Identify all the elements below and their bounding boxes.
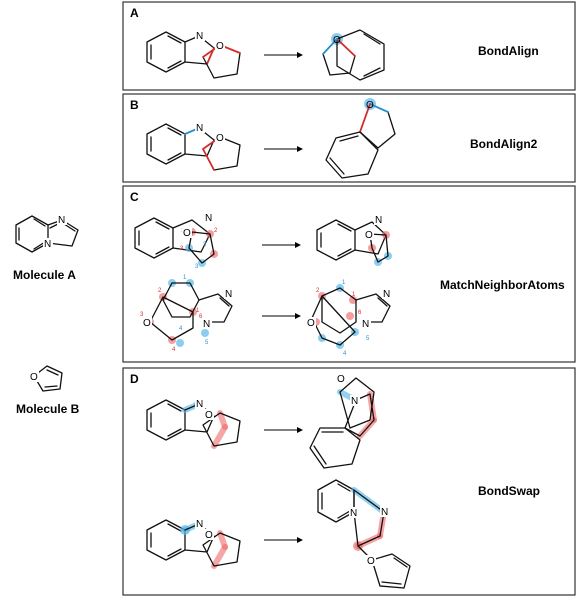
molecule-b: O Molecule B (16, 365, 80, 416)
svg-text:1: 1 (342, 280, 346, 286)
molecule-a-label: Molecule A (13, 268, 76, 282)
panel-d-input-structure-2: N O (146, 518, 241, 569)
molecule-a-structure: N N (15, 214, 79, 253)
atom-label-n: N (58, 215, 65, 226)
svg-text:3: 3 (180, 246, 184, 252)
atom-label-n: N (44, 239, 51, 250)
svg-text:2: 2 (316, 288, 320, 294)
atom-label-o: O (30, 372, 38, 383)
svg-text:6: 6 (199, 314, 203, 320)
svg-text:1: 1 (352, 292, 356, 298)
svg-text:5: 5 (366, 336, 370, 342)
atom-label-o: O (337, 374, 345, 385)
svg-text:5: 5 (205, 340, 209, 346)
atom-label-n: N (196, 399, 203, 410)
atom-label-n: N (362, 319, 369, 330)
atom-label-o: O (366, 100, 374, 111)
atom-label-o: O (205, 530, 213, 541)
panel-a-input-structure: N O (146, 30, 241, 79)
panel-a-frame (122, 1, 576, 91)
panel-a-output-structure: O (322, 29, 385, 81)
panel-a-method-name: BondAlign (478, 44, 539, 58)
atom-label-n: N (375, 215, 382, 226)
atom-label-o: O (307, 318, 315, 329)
panel-c-frame (122, 185, 576, 363)
molecule-b-label: Molecule B (16, 402, 80, 416)
panel-b-letter: B (130, 98, 139, 112)
atom-label-o: O (205, 410, 213, 421)
atom-label-o: O (183, 228, 191, 239)
panel-a: A BondAlign N O O (122, 1, 576, 91)
panel-d-frame (122, 367, 576, 596)
panel-b-frame (122, 93, 576, 183)
atom-label-n: N (381, 507, 388, 518)
atom-label-o: O (333, 35, 341, 46)
panel-c-output-structure-1: N O (316, 214, 392, 266)
atom-label-o: O (143, 318, 151, 329)
atom-label-o: O (216, 133, 224, 144)
panel-d: D BondSwap N O (122, 367, 576, 596)
atom-label-n: N (203, 319, 210, 330)
panel-c: C MatchNeighborAtoms 1 2 3 2 3 N O (122, 185, 576, 363)
svg-text:4: 4 (179, 326, 183, 332)
panel-a-letter: A (130, 6, 139, 20)
atom-label-n: N (196, 31, 203, 42)
atom-label-n: N (205, 213, 212, 224)
panel-d-method-name: BondSwap (478, 484, 540, 498)
panel-c-output-structure-2: N N O 2 1 1 6 4 5 (306, 280, 392, 357)
svg-text:2: 2 (214, 228, 218, 234)
panel-b-output-structure: O (325, 98, 396, 179)
atom-label-o: O (365, 230, 373, 241)
panel-d-output-structure-1: O N (309, 373, 377, 469)
atom-label-n: N (383, 289, 390, 300)
panel-d-letter: D (130, 372, 139, 386)
svg-text:2: 2 (203, 242, 207, 248)
svg-text:3: 3 (195, 264, 199, 270)
molecule-a: N N Molecule A (13, 214, 79, 282)
atom-label-o: O (216, 41, 224, 52)
panel-c-method-name: MatchNeighborAtoms (440, 278, 565, 292)
panel-c-letter: C (130, 190, 139, 204)
atom-label-n: N (225, 289, 232, 300)
svg-text:1: 1 (183, 275, 187, 281)
panel-b-input-structure: N O (146, 122, 241, 171)
svg-text:1: 1 (196, 308, 200, 314)
atom-label-n: N (351, 396, 358, 407)
svg-text:2: 2 (158, 288, 162, 294)
svg-text:3: 3 (140, 312, 144, 318)
panel-b-method-name: BondAlign2 (470, 137, 538, 151)
svg-text:4: 4 (172, 347, 176, 353)
panel-d-output-structure-2: N N O (317, 479, 411, 589)
atom-label-n: N (350, 508, 357, 519)
molecule-b-structure: O (29, 365, 63, 392)
svg-text:4: 4 (343, 351, 347, 357)
panel-d-input-structure-1: N O (146, 398, 241, 449)
svg-text:6: 6 (358, 310, 362, 316)
panel-b: B BondAlign2 N O O (122, 93, 576, 183)
panel-c-input-structure-1: 1 2 3 2 3 N O (134, 212, 218, 270)
atom-label-n: N (196, 123, 203, 134)
panel-c-input-structure-2: N N O 2 1 3 1 6 4 5 4 (140, 275, 234, 353)
atom-label-o: O (367, 556, 375, 567)
atom-label-n: N (196, 519, 203, 530)
